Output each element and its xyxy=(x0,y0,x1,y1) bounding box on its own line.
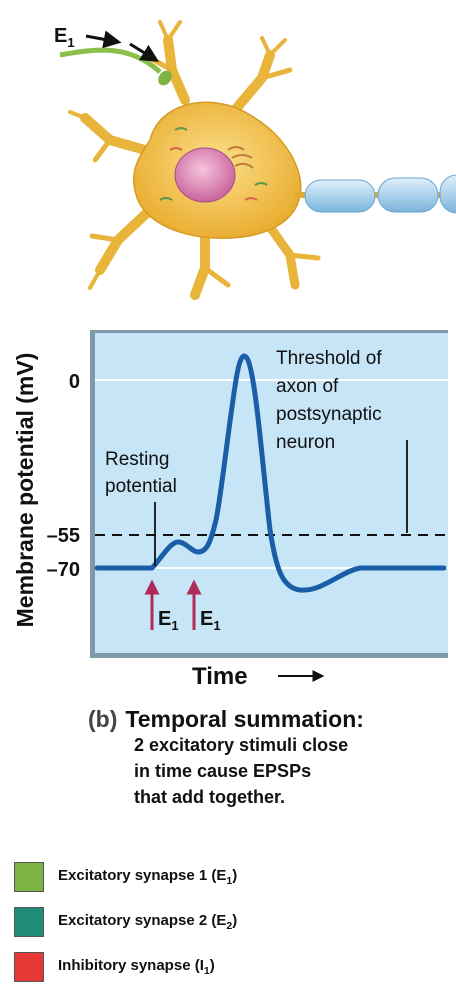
legend-label: Excitatory synapse 1 (E1) xyxy=(58,867,238,887)
membrane-potential-trace xyxy=(94,353,447,593)
caption-line-3: that add together. xyxy=(134,787,286,807)
caption-letter: (b) xyxy=(88,706,118,732)
y-axis-title: Membrane potential (mV) xyxy=(12,353,38,628)
plot-area xyxy=(95,333,448,653)
legend-item-excitatory-2: Excitatory synapse 2 (E2) xyxy=(14,905,237,939)
nucleus xyxy=(174,147,236,203)
resting-potential-label: Resting potential xyxy=(105,449,177,497)
membrane-potential-graph: Membrane potential (mV) 0 –55 –70 Restin… xyxy=(12,330,448,690)
y-tick-minus55: –55 xyxy=(47,525,80,547)
stimulus-arrow-2 xyxy=(129,42,160,62)
organelles xyxy=(159,127,268,201)
neuron-illustration: E1 xyxy=(54,20,456,300)
axon xyxy=(295,174,456,214)
caption-title: Temporal summation: xyxy=(125,706,364,732)
x-axis-title: Time xyxy=(192,663,248,690)
y-tick-0: 0 xyxy=(69,371,80,393)
caption-line-1: 2 excitatory stimuli close xyxy=(134,735,349,755)
stimulus-marker-label-2: E1 xyxy=(200,608,221,633)
presynaptic-axon-e1 xyxy=(59,47,162,74)
caption-body: 2 excitatory stimuli close in time cause… xyxy=(134,732,448,810)
legend-swatch-teal xyxy=(14,907,44,937)
caption-heading: (b) Temporal summation: xyxy=(88,706,448,732)
legend: Excitatory synapse 1 (E1) Excitatory syn… xyxy=(14,860,237,995)
legend-swatch-red xyxy=(14,952,44,982)
threshold-label: Threshold of axon of postsynaptic neuron xyxy=(276,348,387,453)
stimulus-marker-label-1: E1 xyxy=(158,608,179,633)
figure-caption: (b) Temporal summation: 2 excitatory stim… xyxy=(88,706,448,810)
myelin-sheath-1 xyxy=(304,179,376,213)
dendrites xyxy=(68,20,321,300)
y-tick-minus70: –70 xyxy=(47,559,80,581)
stimulus-label-e1: E1 xyxy=(54,25,75,50)
legend-item-inhibitory: Inhibitory synapse (I1) xyxy=(14,950,237,984)
legend-label: Inhibitory synapse (I1) xyxy=(58,957,215,977)
legend-item-excitatory-1: Excitatory synapse 1 (E1) xyxy=(14,860,237,894)
stimulus-arrow-1 xyxy=(85,30,122,49)
caption-line-2: in time cause EPSPs xyxy=(134,761,312,781)
synaptic-terminal-e1 xyxy=(158,70,172,86)
legend-label: Excitatory synapse 2 (E2) xyxy=(58,912,238,932)
legend-swatch-green xyxy=(14,862,44,892)
figure-canvas: E1 Membrane potential (mV) 0 –55 –70 Res… xyxy=(12,20,456,690)
myelin-sheath-2 xyxy=(377,177,439,213)
myelin-sheath-3 xyxy=(439,174,456,214)
